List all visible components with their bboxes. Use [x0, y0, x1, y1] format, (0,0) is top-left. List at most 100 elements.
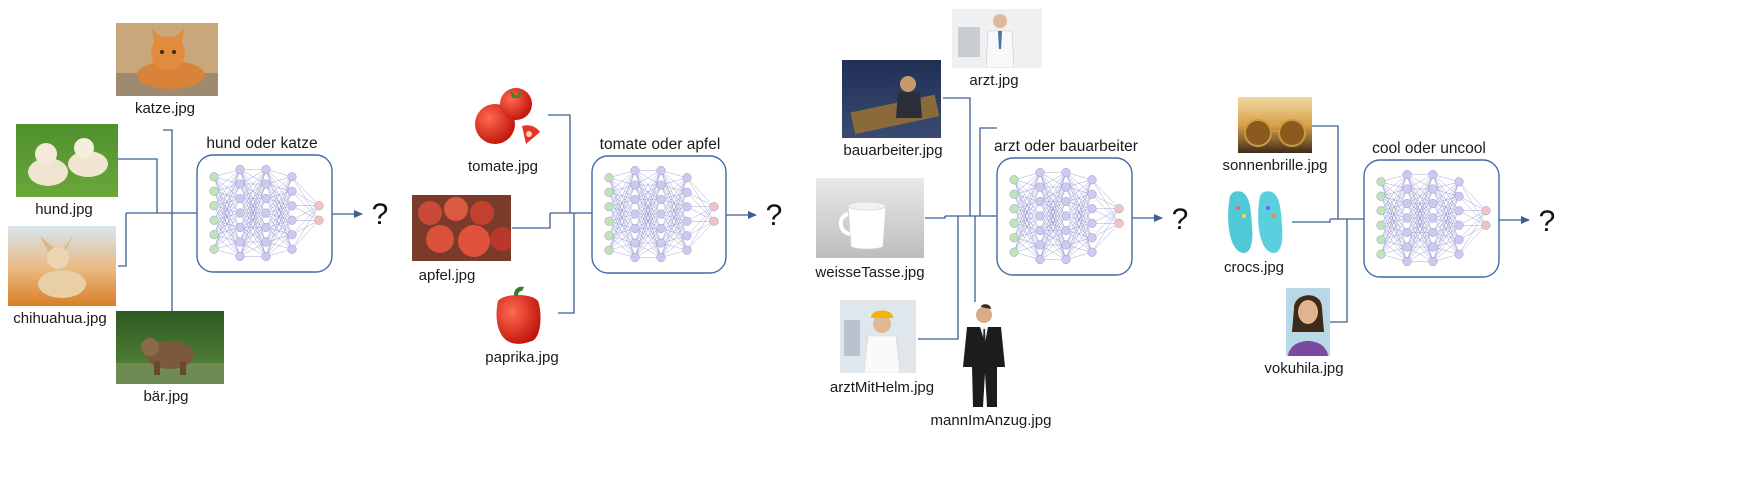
nn-input-node	[1009, 247, 1019, 257]
label-weisse-tasse: weisseTasse.jpg	[814, 264, 924, 281]
nn-connection	[660, 177, 688, 244]
nn-hidden-node	[1402, 256, 1412, 267]
nn-connection	[1458, 210, 1487, 255]
nn-input-node	[604, 245, 614, 255]
result-question-mark: ?	[1172, 203, 1189, 236]
nn-connection	[1039, 172, 1067, 188]
nn-connection	[634, 170, 662, 200]
nn-connection	[1013, 201, 1041, 253]
nn-hidden-node	[235, 179, 245, 189]
nn-connection	[1406, 174, 1434, 219]
nn-connection	[265, 220, 293, 257]
nn-hidden-node	[261, 222, 271, 233]
nn-output-node	[709, 216, 719, 226]
nn-hidden-node	[630, 180, 640, 190]
label-tomate: tomate.jpg	[468, 158, 538, 175]
nn-hidden-node	[656, 194, 666, 205]
tomato-photo-icon	[475, 88, 540, 144]
nn-connection	[1039, 215, 1067, 260]
nn-hidden-node	[1061, 196, 1071, 207]
nn-connection	[1380, 232, 1408, 255]
nn-input-node	[209, 172, 219, 182]
nn-connection	[291, 205, 320, 221]
nn-connection	[239, 227, 267, 257]
nn-hidden-node	[1061, 254, 1071, 265]
nn-connection	[1432, 210, 1460, 262]
nn-hidden-node	[1428, 169, 1438, 180]
nn-connection	[1039, 172, 1067, 202]
nn-connection	[660, 177, 688, 215]
nn-hidden-node	[1428, 198, 1438, 209]
puppies-photo-icon	[16, 124, 118, 197]
nn-hidden-node	[1087, 218, 1097, 228]
nn-hidden-node	[1454, 177, 1464, 187]
nn-hidden-node	[630, 252, 640, 263]
image-arzt-mit-helm	[840, 300, 916, 373]
nn-hidden-node	[656, 209, 666, 219]
nn-connection	[1013, 186, 1041, 253]
image-mann-im-anzug	[963, 304, 1005, 407]
nn-connection	[1091, 208, 1120, 253]
nn-connection	[239, 169, 267, 185]
nn-hidden-node	[1454, 220, 1464, 230]
label-chihuahua: chihuahua.jpg	[13, 310, 106, 327]
nn-connection	[1432, 239, 1460, 262]
nn-hidden-node	[1035, 182, 1045, 192]
nn-input-node	[1009, 204, 1019, 214]
nn-input-node	[209, 215, 219, 225]
nn-connection	[608, 170, 636, 193]
sunglasses-photo-icon	[1238, 97, 1312, 153]
panel-cool-oder-uncool: sonnenbrille.jpg crocs.jpg vokuhila.jpg …	[1222, 97, 1555, 377]
nn-hidden-node	[287, 215, 297, 225]
nn-connection	[1065, 223, 1093, 260]
nn-hidden-node	[1061, 182, 1071, 192]
nn-hidden-node	[630, 223, 640, 234]
apples-photo-icon	[412, 195, 511, 261]
nn-connection	[1091, 179, 1120, 209]
nn-hidden-node	[1087, 204, 1097, 214]
nn-connection	[1013, 215, 1041, 253]
nn-connection	[634, 213, 662, 258]
nn-connection	[291, 220, 320, 250]
nn-hidden-node	[630, 209, 640, 219]
nn-connection	[1380, 174, 1408, 226]
nn-connection	[1458, 210, 1487, 226]
nn-connection	[239, 169, 267, 228]
image-arzt	[952, 9, 1042, 68]
nn-connection	[1458, 181, 1487, 211]
label-hund: hund.jpg	[35, 201, 93, 218]
label-mann-im-anzug: mannImAnzug.jpg	[931, 412, 1052, 429]
doctor-with-helmet-photo-icon	[840, 300, 916, 373]
nn-hidden-node	[287, 230, 297, 240]
nn-connection	[608, 213, 636, 251]
nn-hidden-node	[235, 164, 245, 175]
man-in-suit-photo-icon	[963, 304, 1005, 407]
nn-hidden-node	[656, 180, 666, 190]
nn-connection	[1039, 244, 1067, 260]
nn-hidden-node	[1428, 213, 1438, 223]
image-chihuahua	[8, 226, 116, 306]
mullet-photo-icon	[1286, 288, 1330, 356]
nn-connection	[213, 212, 241, 250]
nn-input-node	[1376, 220, 1386, 230]
nn-hidden-node	[1402, 242, 1412, 252]
nn-hidden-node	[261, 179, 271, 189]
nn-connection	[660, 177, 688, 200]
nn-hidden-node	[1402, 169, 1412, 180]
nn-connection	[213, 169, 241, 206]
nn-connection	[1406, 174, 1434, 204]
nn-output-node	[1481, 220, 1491, 230]
nn-connection	[660, 235, 688, 258]
nn-output-node	[1114, 218, 1124, 228]
nn-connection	[1013, 230, 1041, 253]
nn-connection	[1091, 208, 1120, 224]
image-vokuhila	[1286, 288, 1330, 356]
nn-connection	[291, 205, 320, 235]
nn-hidden-node	[261, 164, 271, 175]
nn-output-node	[1481, 206, 1491, 216]
nn-connection	[634, 199, 662, 258]
nn-connection	[660, 206, 688, 258]
nn-connection	[686, 206, 715, 236]
nn-input-node	[209, 186, 219, 196]
nn-connection	[213, 169, 241, 235]
